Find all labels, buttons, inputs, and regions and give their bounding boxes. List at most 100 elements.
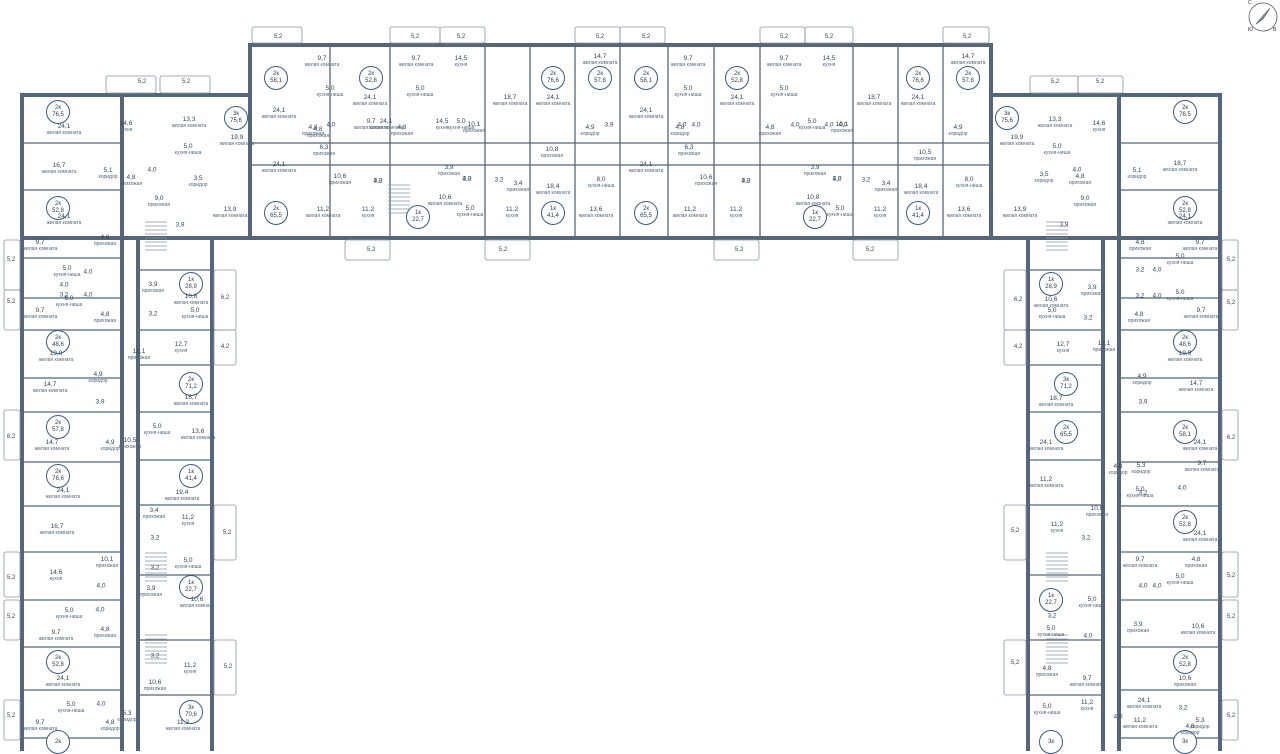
apartment-area: 76,5 bbox=[52, 112, 64, 118]
apartment-rooms: 2к bbox=[915, 71, 921, 77]
apartment-area: 76,6 bbox=[52, 476, 64, 482]
balcony-area-label: 5,2 bbox=[1010, 528, 1020, 534]
balcony-area-label: 4,2 bbox=[220, 344, 230, 350]
apartment-rooms: 2к bbox=[1182, 105, 1188, 111]
apartment-area: 52,8 bbox=[52, 208, 64, 214]
balcony-area-label: 5,2 bbox=[6, 299, 16, 305]
apartment-area: 52,8 bbox=[1179, 522, 1191, 528]
compass-north: С bbox=[1248, 0, 1252, 6]
apartment-badge[interactable]: 2к bbox=[46, 730, 70, 754]
apartment-area: 76,5 bbox=[1179, 112, 1191, 118]
apartment-area: 28,9 bbox=[1045, 284, 1057, 290]
apartment-area: 52,8 bbox=[1179, 208, 1191, 214]
apartment-area: 52,8 bbox=[731, 78, 743, 84]
apartment-rooms: 2к bbox=[55, 105, 61, 111]
apartment-rooms: 1к bbox=[1048, 277, 1054, 283]
balcony-area-label: 6,2 bbox=[1226, 435, 1236, 441]
apartment-rooms: 1к bbox=[415, 210, 421, 216]
balcony-area-label: 5,2 bbox=[410, 34, 420, 40]
apartment-area: 22,7 bbox=[412, 217, 424, 223]
apartment-area: 41,4 bbox=[185, 476, 197, 482]
apartment-area: 22,7 bbox=[185, 587, 197, 593]
balcony-area-label: 5,2 bbox=[1050, 79, 1060, 85]
apartment-area: 41,4 bbox=[547, 213, 559, 219]
balcony-area-label: 5,2 bbox=[641, 34, 651, 40]
apartment-rooms: 2к bbox=[734, 71, 740, 77]
apartment-rooms: 2к bbox=[55, 738, 61, 745]
balcony-area-label: 5,2 bbox=[456, 34, 466, 40]
balcony-area-label: 5,2 bbox=[865, 247, 875, 253]
balcony-area-label: 5,2 bbox=[6, 575, 16, 581]
apartment-rooms: 1к bbox=[812, 210, 818, 216]
balcony-area-label: 5,2 bbox=[824, 34, 834, 40]
apartment-area: 65,5 bbox=[1060, 432, 1072, 438]
apartment-rooms: 2к bbox=[643, 71, 649, 77]
balcony-area-label: 5,2 bbox=[1095, 79, 1105, 85]
balcony-area-label: 5,2 bbox=[1226, 300, 1236, 306]
apartment-rooms: 2к bbox=[273, 71, 279, 77]
apartment-area: 41,4 bbox=[912, 213, 924, 219]
apartment-badge[interactable]: 3к bbox=[1173, 730, 1197, 754]
apartment-area: 70,6 bbox=[185, 712, 197, 718]
apartment-area: 28,9 bbox=[185, 284, 197, 290]
balcony-area-label: 6,2 bbox=[1013, 297, 1023, 303]
apartment-rooms: 2к bbox=[55, 469, 61, 475]
apartment-rooms: 3к bbox=[188, 705, 194, 711]
apartment-area: 22,7 bbox=[809, 217, 821, 223]
apartment-rooms: 2к bbox=[55, 655, 61, 661]
balcony-area-label: 5,2 bbox=[1226, 573, 1236, 579]
balcony-area-label: 5,2 bbox=[779, 34, 789, 40]
apartment-rooms: 3к bbox=[1063, 377, 1069, 383]
apartment-rooms: 2к bbox=[188, 377, 194, 383]
apartment-area: 52,8 bbox=[52, 662, 64, 668]
apartment-area: 52,8 bbox=[1179, 662, 1191, 668]
apartment-area: 75,6 bbox=[1001, 118, 1013, 124]
compass-icon: С Ю В bbox=[1246, 0, 1280, 34]
apartment-badge[interactable]: 3к bbox=[1039, 730, 1063, 754]
apartment-area: 58,1 bbox=[270, 78, 282, 84]
apartment-rooms: 2к bbox=[368, 71, 374, 77]
balcony-area-label: 5,2 bbox=[273, 34, 283, 40]
apartment-rooms: 2к bbox=[273, 206, 279, 212]
balcony-area-label: 5,2 bbox=[498, 247, 508, 253]
apartment-rooms: 2к bbox=[55, 420, 61, 426]
